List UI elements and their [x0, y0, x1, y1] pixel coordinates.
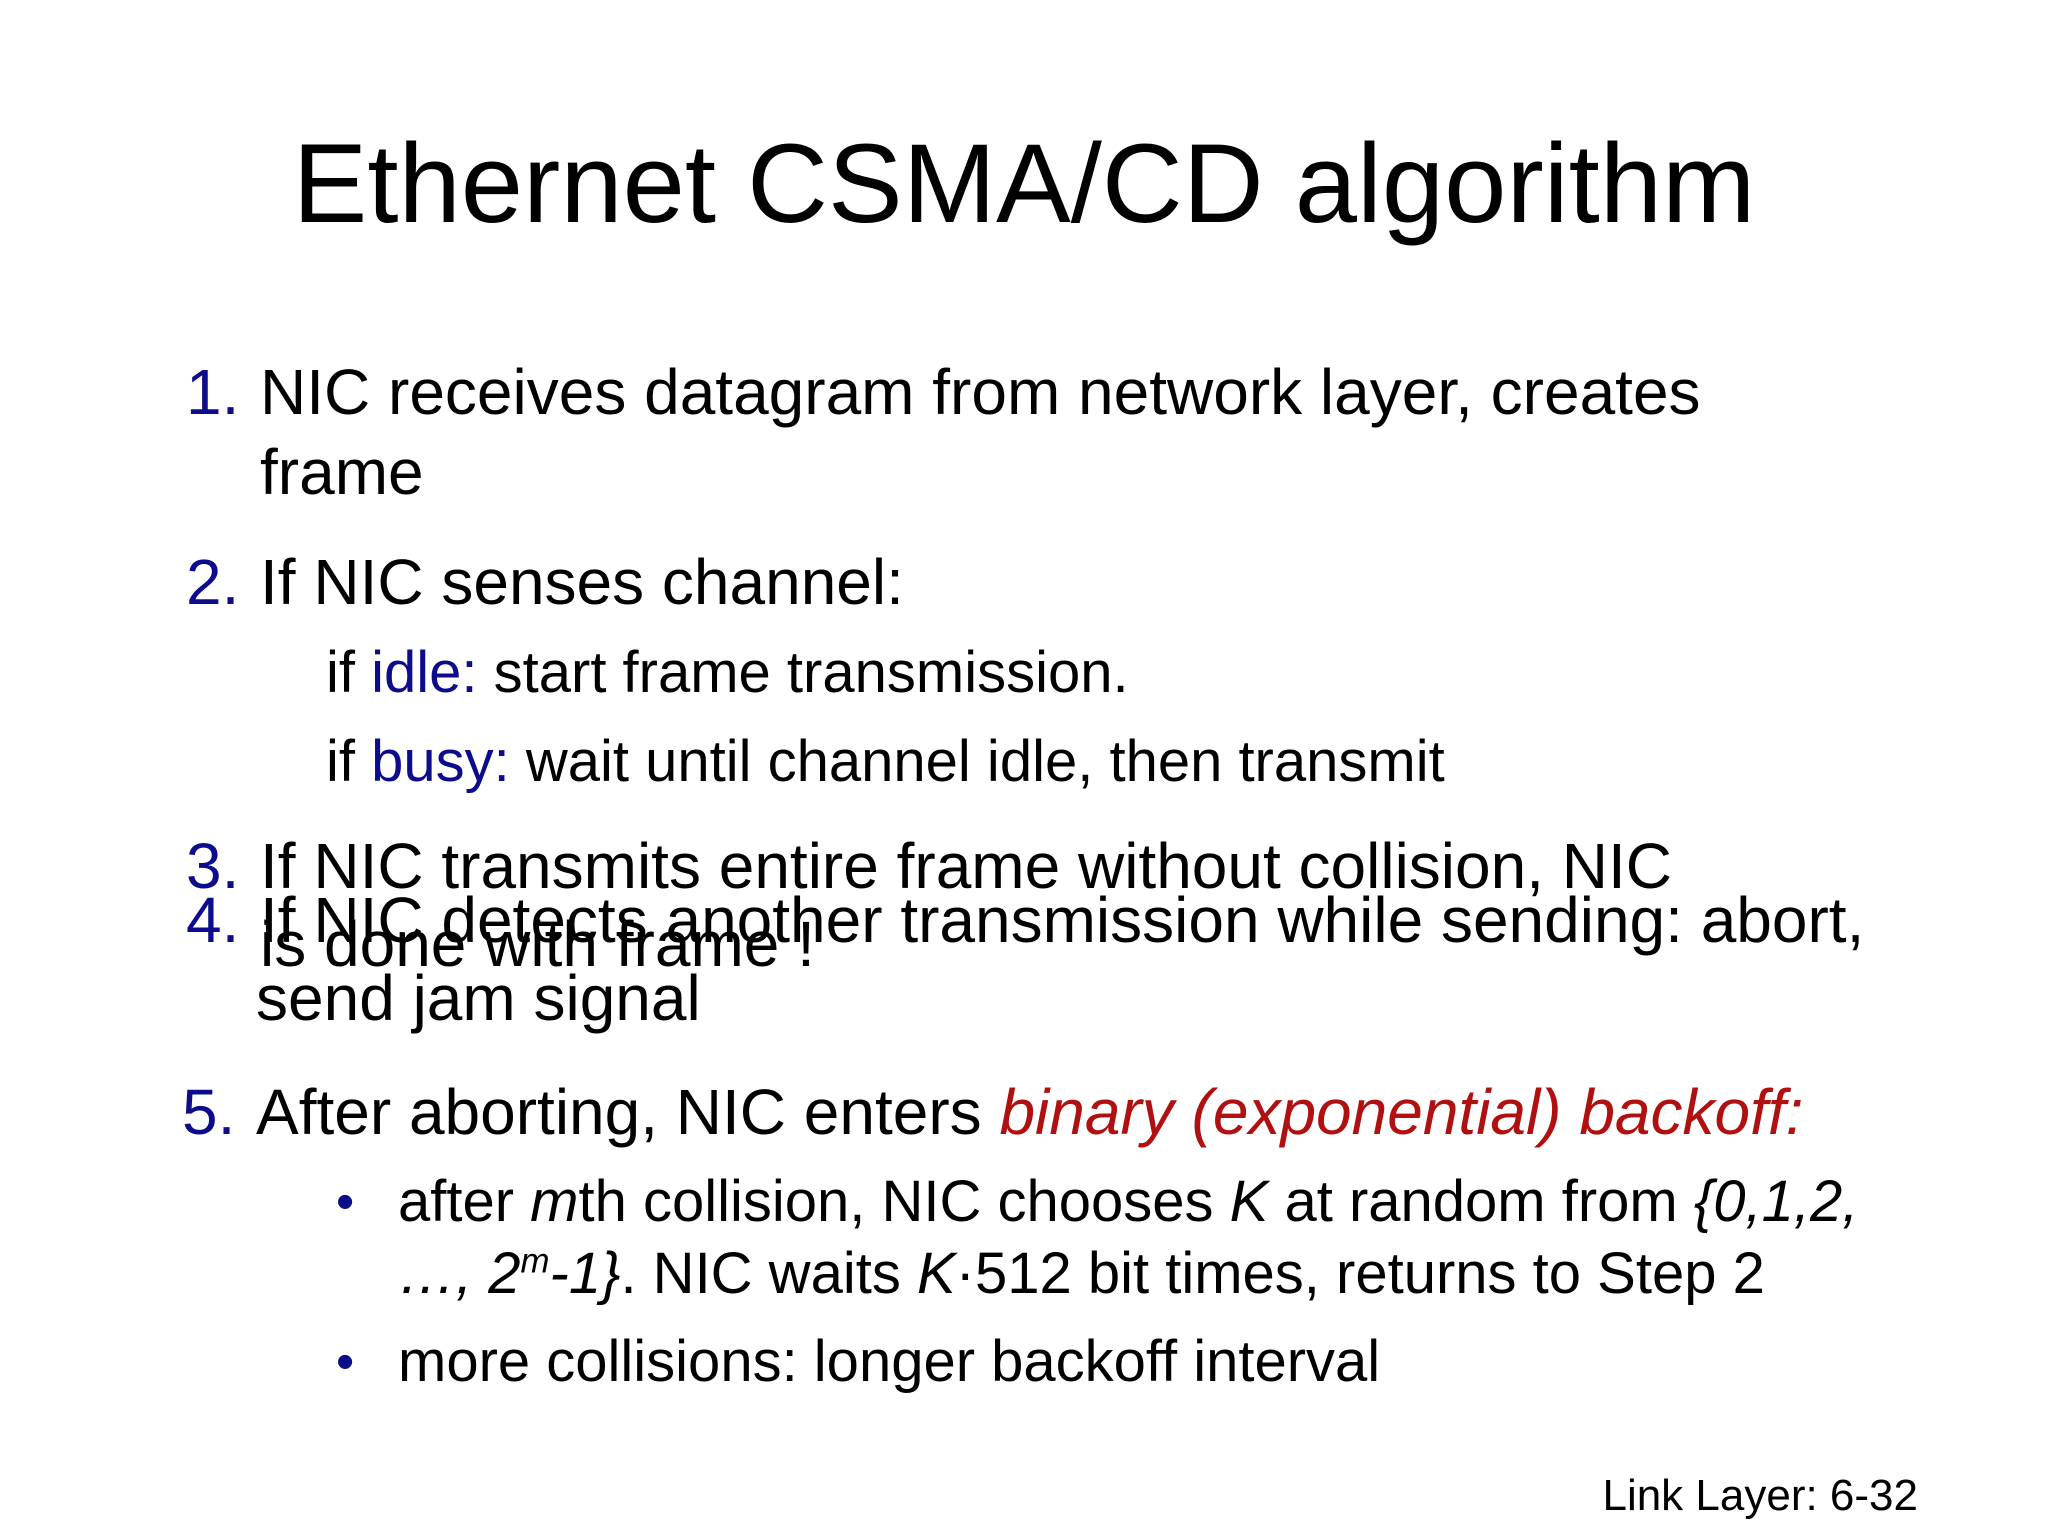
var-k: K — [916, 1241, 956, 1306]
bullet-dot: • — [336, 1333, 355, 1391]
step-1-text-line2: frame — [260, 436, 424, 508]
var-k: K — [1229, 1169, 1269, 1234]
channel-case-busy: if busy: wait until channel idle, then t… — [326, 726, 1445, 798]
exponent-m: m — [520, 1241, 550, 1281]
bullet-dot: • — [336, 1173, 355, 1231]
text: . NIC waits — [620, 1241, 917, 1306]
var-m: m — [530, 1169, 579, 1234]
step-2-number: 2. — [186, 546, 240, 618]
step-4-text-line1: If NIC detects another transmission whil… — [260, 884, 1865, 956]
case-state-idle: idle: — [371, 640, 478, 705]
text: th collision, NIC chooses — [578, 1169, 1230, 1234]
set-part2: …, 2 — [398, 1241, 521, 1306]
step-4-text-line2: send jam signal — [256, 962, 701, 1034]
step-3-text-line2: is done with frame ! — [260, 908, 815, 980]
text: at random from — [1268, 1169, 1694, 1234]
step-5-emphasis: binary (exponential) backoff: — [999, 1076, 1804, 1148]
set-part1: {0,1,2, — [1693, 1169, 1859, 1234]
backoff-bullet-2: more collisions: longer backoff interval — [398, 1329, 1381, 1394]
step-1-number: 1. — [186, 356, 240, 428]
step-3-text-line1: If NIC transmits entire frame without co… — [260, 830, 1672, 902]
backoff-bullet-1-line2: …, 2m-1}. NIC waits K·512 bit times, ret… — [398, 1238, 1765, 1310]
channel-case-idle: if idle: start frame transmission. — [326, 637, 1129, 709]
step-2-text: If NIC senses channel: — [260, 546, 904, 618]
step-3-number: 3. — [186, 830, 240, 902]
case-action: wait until channel idle, then transmit — [509, 729, 1445, 794]
case-state-busy: busy: — [371, 729, 510, 794]
backoff-bullet-1-line1: after mth collision, NIC chooses K at ra… — [398, 1166, 1858, 1238]
text: 512 bit times, returns to Step 2 — [974, 1241, 1765, 1306]
multiply-dot: · — [955, 1241, 975, 1306]
step-4-number: 4. — [186, 884, 240, 956]
case-action: start frame transmission. — [477, 640, 1129, 705]
step-5-number: 5. — [182, 1076, 236, 1148]
slide-footer: Link Layer: 6-32 — [1602, 1471, 1918, 1520]
slide-title: Ethernet CSMA/CD algorithm — [292, 121, 1756, 246]
step-5-prefix: After aborting, NIC enters — [256, 1076, 1000, 1148]
text: after — [398, 1169, 531, 1234]
step-5-text: After aborting, NIC enters binary (expon… — [256, 1072, 1803, 1152]
step-1-text-line1: NIC receives datagram from network layer… — [260, 356, 1701, 428]
set-part3: -1} — [549, 1241, 621, 1306]
case-if: if — [326, 729, 372, 794]
case-if: if — [326, 640, 372, 705]
